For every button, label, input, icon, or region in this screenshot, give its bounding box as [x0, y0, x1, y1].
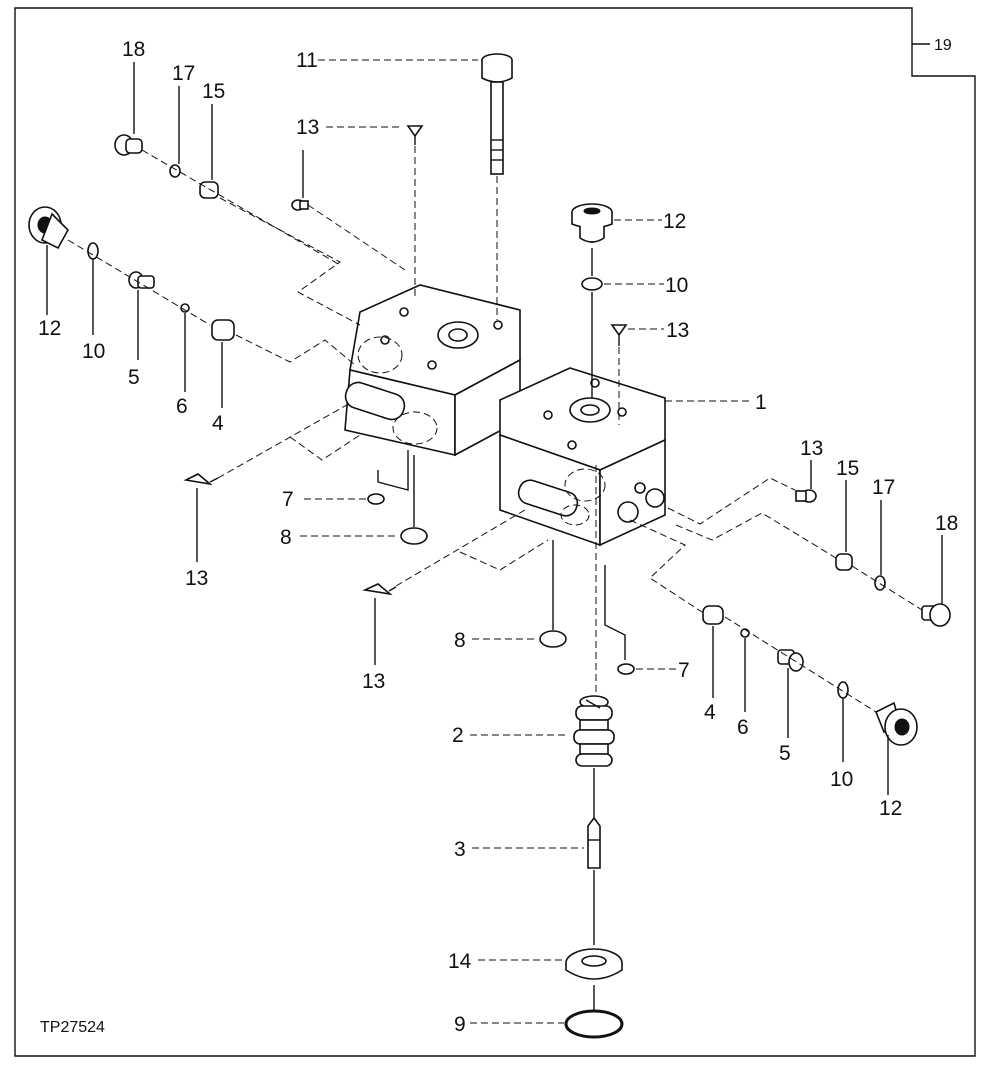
callout-5a: 5	[128, 366, 140, 389]
o-ring-18-right	[874, 575, 886, 591]
callout-11: 11	[296, 49, 318, 72]
axis-13f	[395, 509, 526, 587]
callout-12a: 12	[663, 210, 686, 233]
right-valve-body	[499, 367, 666, 547]
axis-7a	[377, 450, 409, 491]
callout-1: 1	[755, 391, 767, 414]
callout-13d: 13	[185, 567, 208, 590]
callout-2: 2	[452, 724, 464, 747]
plug-17-upper-left	[114, 134, 143, 156]
axis-upper-left	[141, 149, 341, 266]
callout-12b: 12	[38, 317, 61, 340]
axis-right-lower-far	[724, 616, 877, 713]
callout-18b: 17	[872, 476, 895, 499]
callout-17b: 18	[935, 512, 958, 535]
callout-15b: 15	[836, 457, 859, 480]
left-valve-body	[344, 284, 521, 457]
axis-left-row-bend	[235, 334, 356, 366]
callout-4a: 4	[212, 412, 224, 435]
axis-13d-bend	[289, 434, 361, 461]
callout-4b: 4	[704, 701, 716, 724]
callout-5b: 5	[779, 742, 791, 765]
o-ring-10-left	[87, 242, 99, 260]
o-ring-8-lower	[539, 630, 567, 648]
screw-13-lower-middle	[362, 583, 397, 596]
ball-6-right	[740, 628, 750, 638]
callout-10a: 10	[665, 274, 688, 297]
callout-13a: 13	[296, 116, 319, 139]
plug-17-right	[921, 603, 951, 627]
screw-13-left-lower	[183, 473, 219, 486]
o-ring-9	[564, 1009, 624, 1039]
plug-12-left	[28, 206, 69, 250]
o-ring-7-lower	[617, 663, 635, 675]
axis-13f-bend	[459, 539, 549, 571]
callout-9: 9	[454, 1013, 466, 1036]
callout-3: 3	[454, 838, 466, 861]
callout-18a: 17	[172, 62, 195, 85]
screw-13-side	[291, 199, 309, 211]
cap-screw-11	[481, 53, 513, 175]
callout-10c: 10	[830, 768, 853, 791]
callout-13f: 13	[362, 670, 385, 693]
callout-17a: 18	[122, 38, 145, 61]
callout-13e: 13	[800, 437, 823, 460]
pin-3	[587, 816, 601, 869]
callout-12c: 12	[879, 797, 902, 820]
axis-7b	[604, 565, 626, 660]
axis-right-lower	[629, 519, 703, 613]
o-ring-10-right	[837, 681, 849, 699]
axis-13d	[217, 401, 353, 479]
poppet-5-right	[777, 649, 804, 672]
washer-14	[565, 948, 623, 980]
callout-15a: 15	[202, 80, 225, 103]
callout-10b: 10	[82, 340, 105, 363]
poppet-5-left	[128, 271, 155, 289]
callout-6a: 6	[176, 395, 188, 418]
callout-6b: 6	[737, 716, 749, 739]
callout-8a: 8	[280, 526, 292, 549]
spool-2	[573, 695, 615, 767]
axis-right-far	[851, 565, 923, 611]
screw-13-right-top	[610, 324, 628, 346]
axis-left-row	[67, 239, 211, 326]
spring-4-left	[211, 319, 235, 341]
page-tab-label: 19	[934, 37, 952, 54]
callout-14: 14	[448, 950, 472, 973]
axis-13b	[307, 204, 406, 271]
callout-13c: 13	[666, 319, 689, 342]
screw-13-right	[795, 489, 817, 503]
axis-upper-left-bend	[219, 197, 361, 326]
plug-12-right	[874, 701, 918, 746]
plug-12-top	[571, 203, 613, 243]
spring-15-upper-left	[199, 181, 219, 199]
o-ring-7-left	[367, 493, 385, 505]
ball-6-left	[180, 303, 190, 313]
o-ring-10-top	[581, 277, 603, 291]
callout-8b: 8	[454, 629, 466, 652]
screw-13-top	[406, 125, 424, 145]
frame-border	[14, 7, 976, 1057]
axis-right-upper	[667, 477, 796, 525]
axis-right-mid	[675, 512, 837, 559]
spring-4-right	[702, 605, 724, 625]
callout-7a: 7	[282, 488, 294, 511]
o-ring-8-left	[400, 527, 428, 545]
spring-15-right	[835, 553, 853, 571]
figure-code: TP27524	[40, 1019, 105, 1036]
callout-7b: 7	[678, 659, 690, 682]
